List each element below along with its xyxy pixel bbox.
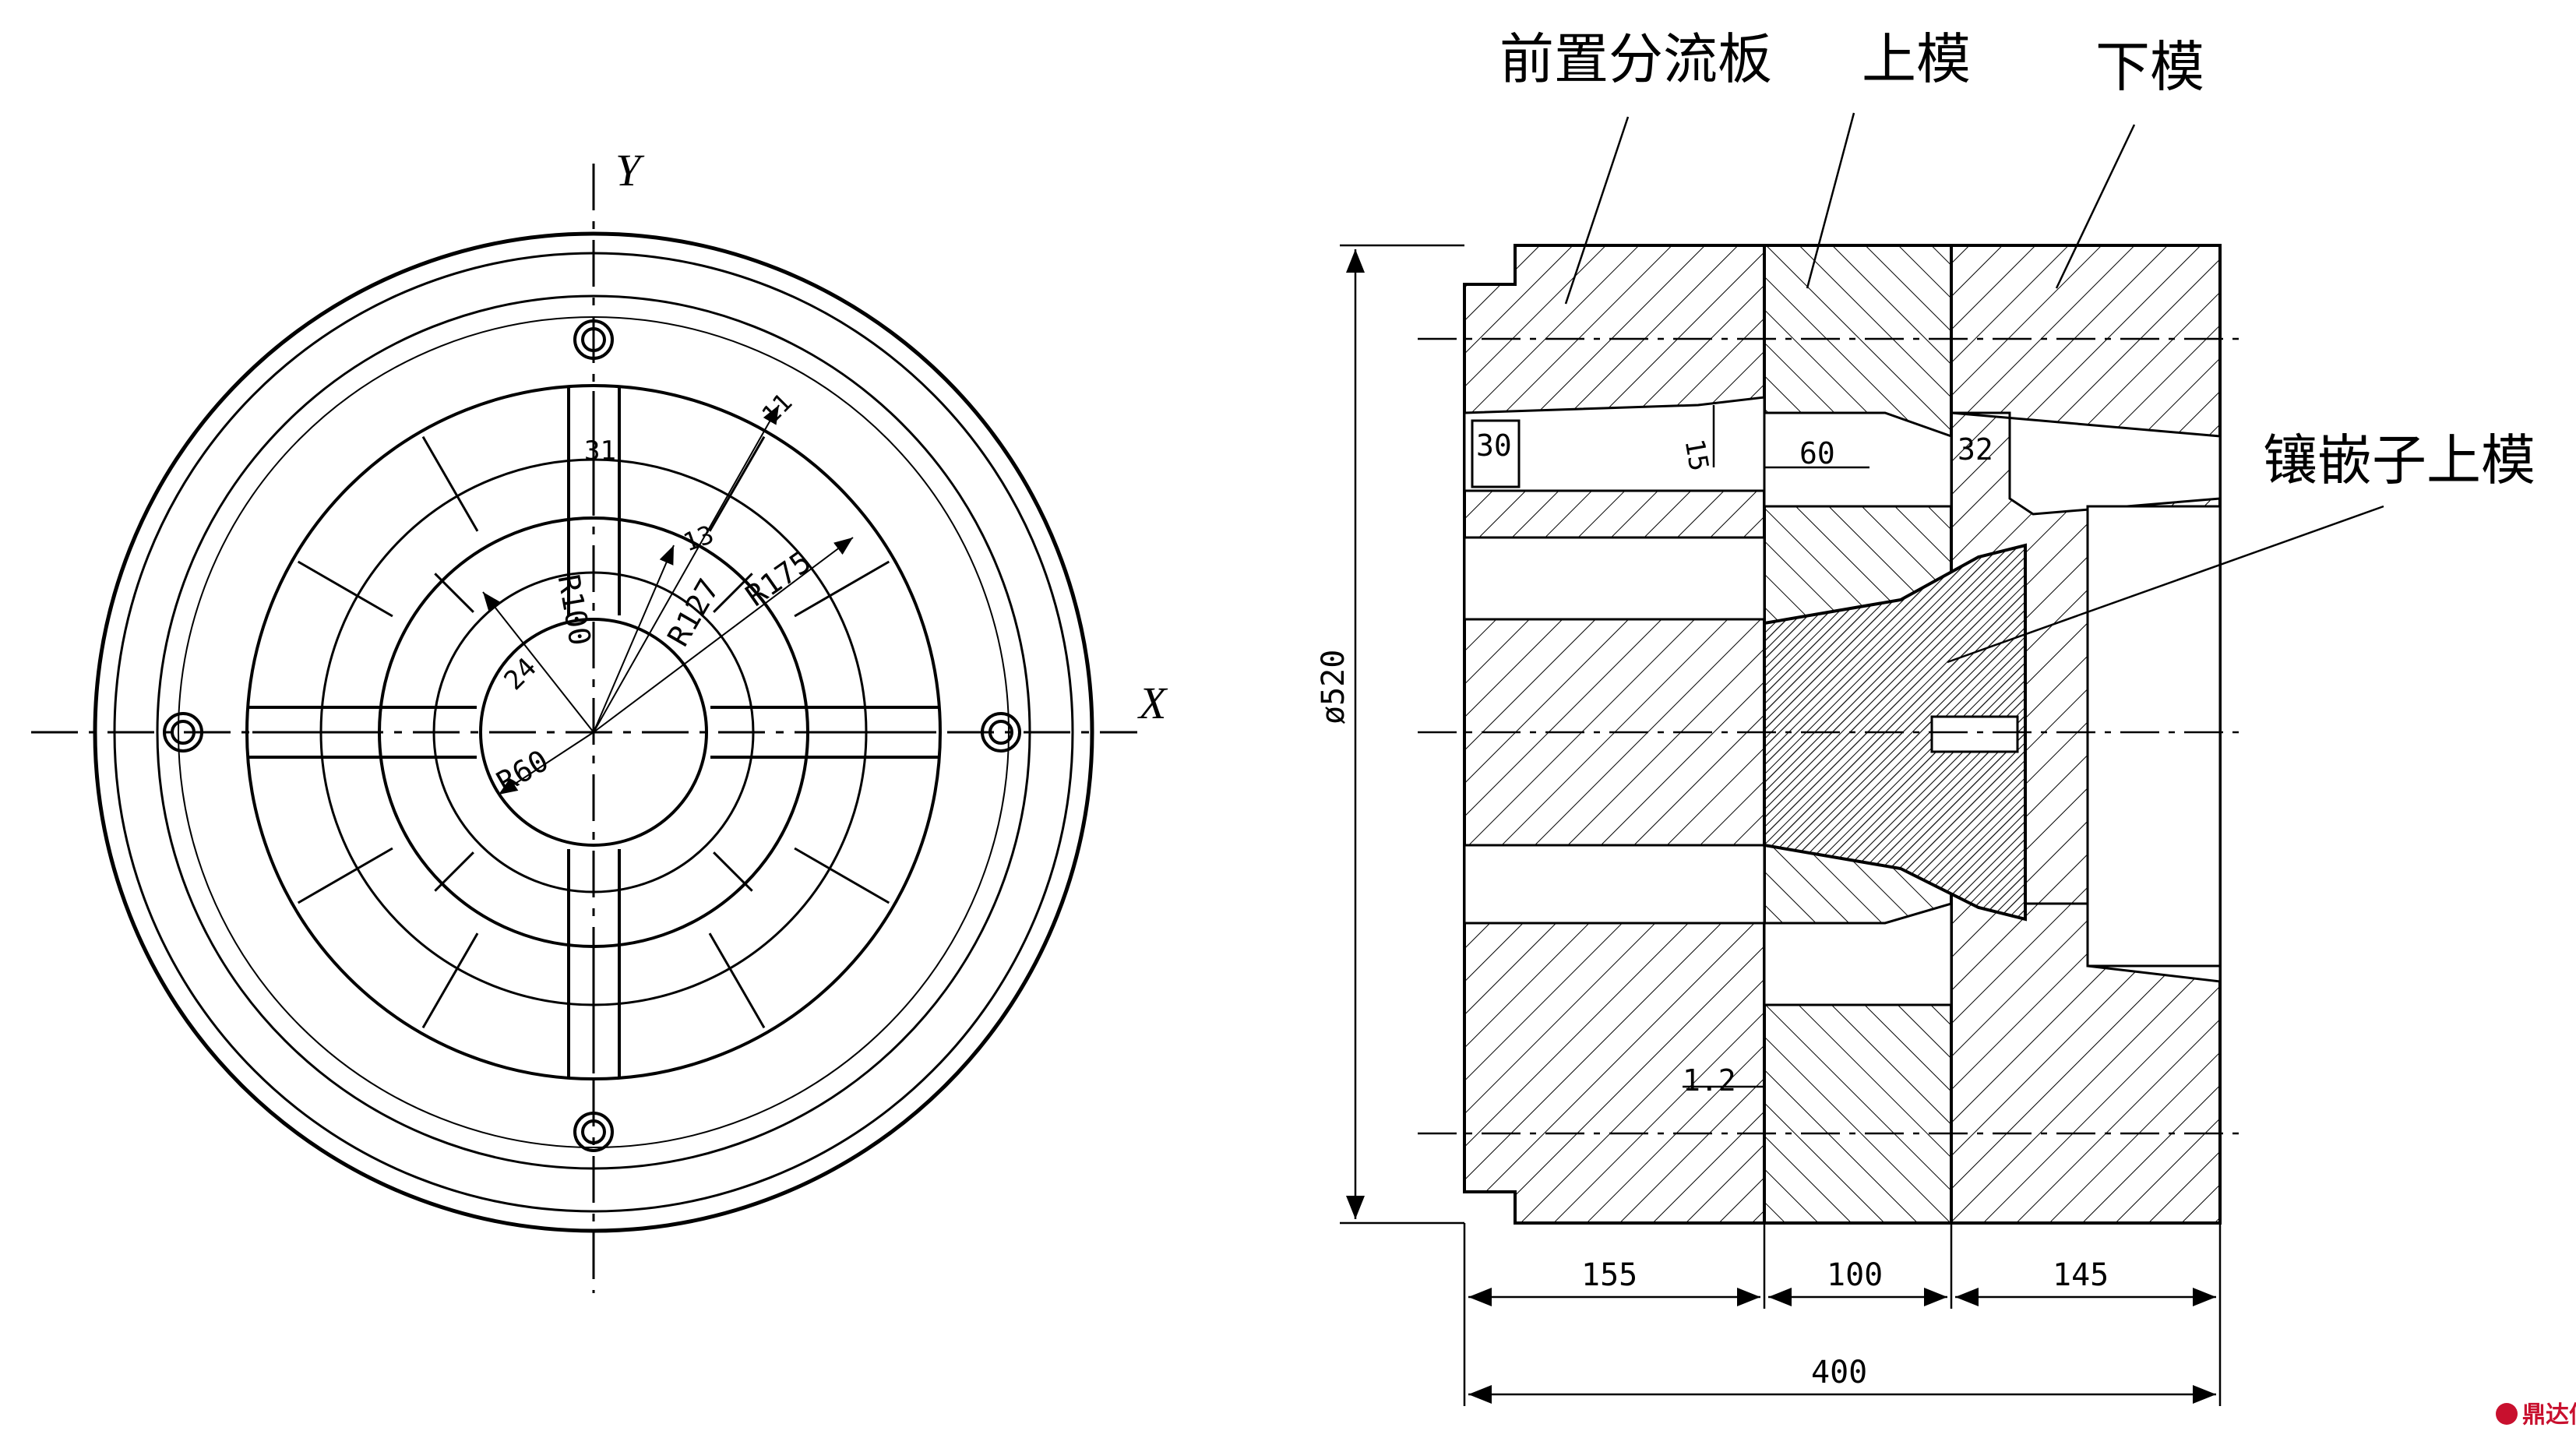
dim-155: 155 (1581, 1257, 1637, 1293)
bolt-holes (163, 319, 1021, 1152)
insert-slot (1930, 715, 2019, 753)
outer-ring-inner (113, 252, 1074, 1213)
front-view-die (31, 164, 1137, 1293)
dim-diameter-line (1340, 244, 1464, 1225)
dim-31: 31 (584, 435, 616, 467)
dim-r100: R100 (551, 572, 597, 648)
bridge-ring-outer (378, 516, 809, 948)
dim-bottom-lines (1463, 1223, 2222, 1406)
dim-leaders (482, 404, 854, 795)
section-view-die (1340, 112, 2384, 1406)
dim-15: 15 (1678, 437, 1714, 474)
label-lower-die: 下模 (2095, 35, 2204, 99)
dim-r175: R175 (739, 545, 817, 614)
dim-32: 32 (1958, 432, 1993, 467)
callout-leaders (1564, 112, 2384, 1088)
section-center-lines (1418, 337, 2243, 1135)
inner-webs (434, 573, 753, 892)
label-pre-plate: 前置分流板 (1499, 27, 1772, 91)
porthole-outer (245, 384, 942, 1080)
outer-webs (252, 391, 935, 1073)
dim-11: 11 (756, 387, 798, 429)
dim-30: 30 (1476, 428, 1512, 463)
dim-diameter: ø520 (1316, 650, 1351, 724)
axis-y-label: Y (615, 145, 645, 196)
axis-x-label: X (1137, 678, 1168, 728)
middle-ring (156, 294, 1031, 1170)
dim-60: 60 (1799, 436, 1835, 471)
watermark: 鼎达信 (2496, 1401, 2576, 1429)
dim-145: 145 (2053, 1257, 2109, 1293)
dim-400: 400 (1811, 1355, 1867, 1390)
label-upper-die: 上模 (1862, 27, 1971, 91)
center-core (479, 618, 708, 847)
watermark-text: 鼎达信 (2522, 1401, 2576, 1429)
dim-1-2: 1.2 (1683, 1063, 1736, 1098)
bridge-ring-inner (432, 571, 755, 893)
cross-bridges (247, 386, 940, 1079)
dim-100: 100 (1827, 1257, 1883, 1293)
flow-channels (1463, 396, 2222, 1006)
watermark-logo-icon (2496, 1403, 2518, 1425)
dim-r60: R60 (491, 743, 554, 799)
label-insert: 镶嵌子上模 (2263, 428, 2535, 492)
outer-ring (93, 231, 1094, 1233)
bolt-circle (178, 316, 1010, 1148)
